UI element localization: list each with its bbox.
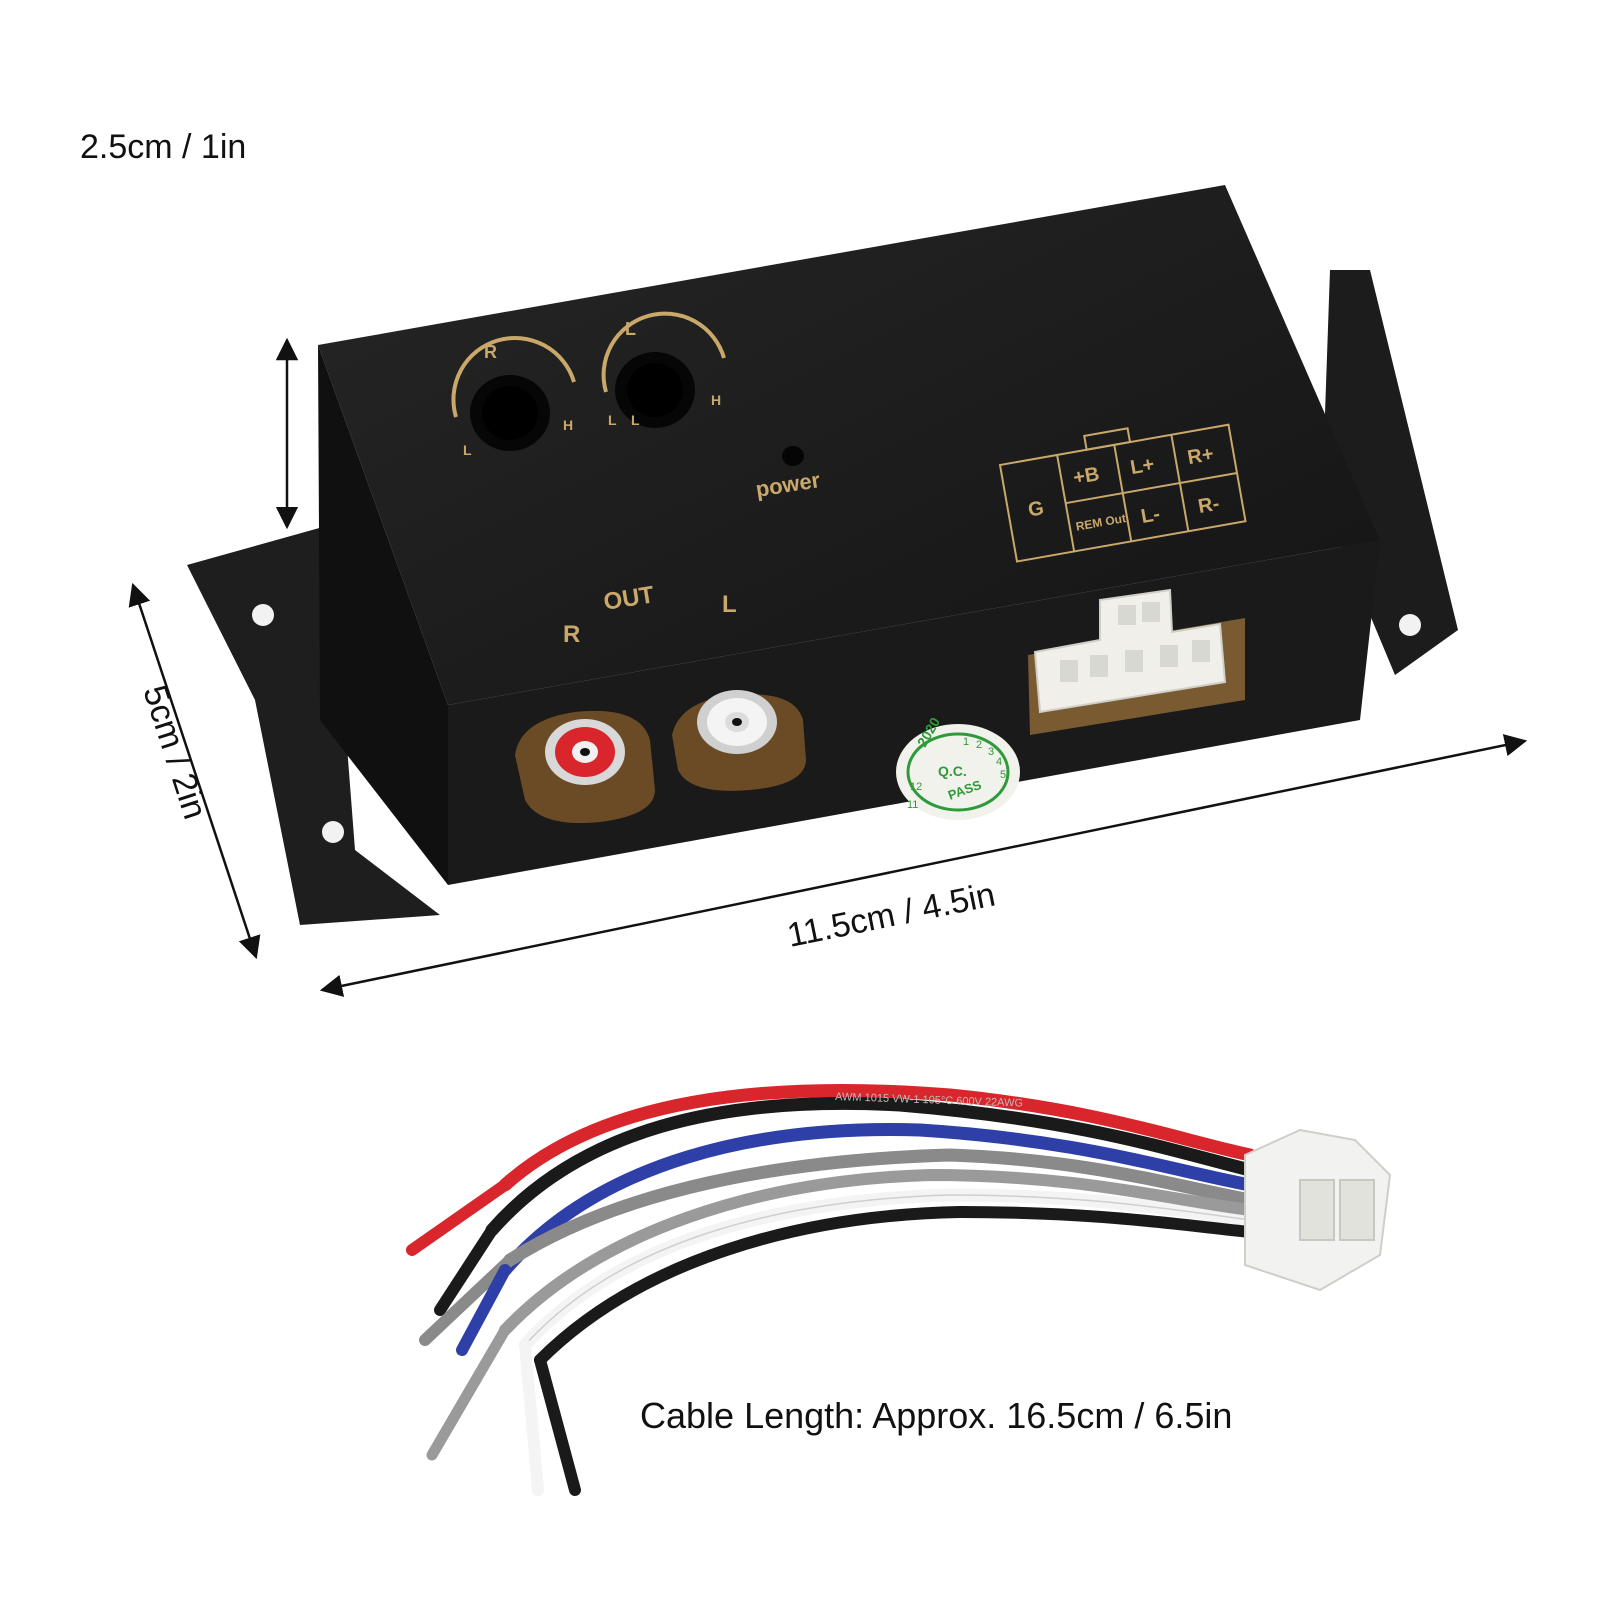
wire-end-gray-2 <box>426 1324 511 1461</box>
qc-month-2: 2 <box>976 739 982 751</box>
pin-l-plus: L+ <box>1129 453 1156 479</box>
wire-gray-1 <box>503 1148 1257 1267</box>
out-label-r: R <box>563 621 580 648</box>
pin-r-plus: R+ <box>1186 443 1216 469</box>
wire-end-black-2 <box>534 1354 581 1496</box>
wire-end-white <box>519 1339 544 1496</box>
qc-text: Q.C. <box>938 763 967 779</box>
qc-month-4: 4 <box>996 756 1002 768</box>
wire-end-black <box>434 1224 498 1316</box>
depth-label: 5cm / 2in <box>135 681 214 824</box>
wire-end-gray <box>419 1254 516 1346</box>
knob-label-l: L <box>625 319 636 339</box>
box-top-face <box>318 185 1380 705</box>
box-left-face <box>318 345 448 885</box>
out-label-l: L <box>722 591 737 618</box>
pin-l-minus: L- <box>1139 503 1161 528</box>
wire-white-outline <box>524 1194 1251 1346</box>
crossover-box: R L L H L L H power G +B L+ R+ REM Out L… <box>187 185 1458 925</box>
harness-connector <box>1244 1128 1392 1292</box>
knob-l-low-2: L <box>631 412 640 428</box>
wire-black <box>485 1096 1257 1237</box>
pinout-diagram: G +B L+ R+ REM Out L- R- <box>998 423 1247 563</box>
rca-output-left[interactable] <box>672 690 806 791</box>
knob-label-r: R <box>484 342 497 362</box>
flange-hole-3 <box>1399 614 1421 636</box>
wire-black-2 <box>534 1205 1256 1366</box>
connector-socket[interactable] <box>1028 588 1245 735</box>
pin-r-minus: R- <box>1196 493 1221 518</box>
gain-knob-right[interactable] <box>451 335 576 451</box>
depth-arrow <box>128 582 261 960</box>
knob-l-high: H <box>711 392 721 408</box>
power-led <box>782 446 804 466</box>
knob-r-high: H <box>563 417 573 433</box>
length-arrow <box>319 734 1528 997</box>
knob-r-low: L <box>463 442 472 458</box>
qc-month-11: 11 <box>907 799 918 811</box>
qc-month-3: 3 <box>988 746 994 758</box>
wire-red <box>498 1083 1257 1192</box>
wire-end-blue <box>456 1264 511 1356</box>
gain-knob-left[interactable] <box>601 311 726 428</box>
left-mounting-flange <box>187 525 440 925</box>
knob-l-low-1: L <box>608 412 617 428</box>
height-label: 2.5cm / 1in <box>80 128 246 166</box>
qc-sticker: 2020 Q.C. PASS 1 2 3 4 5 11 12 <box>896 714 1020 820</box>
flange-hole-1 <box>252 604 274 626</box>
rca-output-right[interactable] <box>515 710 655 824</box>
flange-hole-2 <box>322 821 344 843</box>
wire-blue <box>498 1123 1257 1277</box>
pin-plus-b: +B <box>1072 463 1102 489</box>
qc-month-5: 5 <box>1000 769 1006 781</box>
wire-harness: AWM 1015 VW-1 105°C 600V 22AWG <box>406 1083 1257 1496</box>
qc-month-12: 12 <box>910 781 922 793</box>
cable-length-caption: Cable Length: Approx. 16.5cm / 6.5in <box>640 1395 1233 1436</box>
wire-gray-2 <box>499 1168 1256 1336</box>
pin-g: G <box>1026 497 1045 521</box>
wire-end-red <box>406 1179 511 1256</box>
qc-month-1: 1 <box>963 736 969 748</box>
